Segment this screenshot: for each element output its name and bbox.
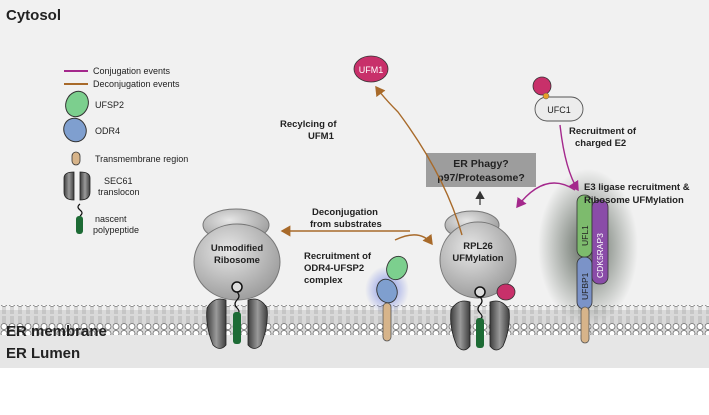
odr4-recruit-label-2: ODR4-UFSP2 (304, 263, 364, 274)
charged-e2-label-1: Recruitment of (569, 126, 637, 137)
er-phagy-background (426, 153, 536, 187)
odr4-protein (376, 278, 398, 304)
ufm-nascent-chain (477, 296, 483, 320)
ufm1-on-ufc1 (532, 76, 552, 96)
lumen-region (0, 335, 709, 368)
nascent-legend-tail (77, 203, 83, 217)
nascent-legend-icon (76, 216, 83, 234)
ufmylated-ribosome: RPL26 UFMylation (439, 210, 517, 351)
odr4-transmembrane (382, 302, 392, 342)
arrow-ufsp2-to-ribosome (394, 233, 433, 246)
transmembrane-legend-icon (71, 151, 81, 166)
ufm1-free-protein (353, 55, 389, 83)
thioester-bond (542, 92, 550, 100)
ufm-sec61-left (450, 300, 471, 351)
e3-label-1: E3 ligase recruitment & (584, 182, 690, 193)
ufc1-protein (534, 96, 584, 122)
arrow-recycling-ufm1 (375, 85, 463, 236)
ufm-ribosome-large-subunit (439, 221, 517, 299)
free-ufm1: UFM1 (353, 55, 389, 83)
sec61-right (247, 298, 268, 349)
rpl26-label-2: UFMylation (452, 253, 503, 264)
arrow-ufc1-to-e3 (559, 124, 579, 192)
er-phagy-box: ER Phagy? p97/Proteasome? (426, 153, 536, 187)
recycling-label-2: UFM1 (308, 131, 335, 142)
cdk5rap3-label: CDK5RAP3 (595, 233, 605, 278)
ufm-exit-tunnel (474, 286, 486, 298)
cdk5rap3-protein (591, 199, 609, 285)
ufc1-charged: UFC1 (532, 76, 584, 122)
odr4-legend-icon (63, 117, 87, 143)
er-phagy-label-1: ER Phagy? (453, 158, 508, 170)
er-lumen-label: ER Lumen (6, 345, 80, 362)
rpl26-label-1: RPL26 (463, 241, 493, 252)
unmodified-label-2: Ribosome (214, 255, 260, 266)
ufbp1-label: UFBP1 (580, 272, 590, 300)
deconj-label-1: Deconjugation (312, 207, 378, 218)
unmodified-label-1: Unmodified (211, 243, 263, 254)
ufc1-label: UFC1 (547, 105, 571, 115)
legend-sec61-1: SEC61 (104, 176, 133, 186)
ufm1-attached (496, 283, 516, 301)
cytosol-label: Cytosol (6, 7, 61, 24)
er-membrane-label: ER membrane (6, 323, 107, 340)
unmodified-ribosome: Unmodified Ribosome (193, 208, 281, 349)
legend-odr4: ODR4 (95, 126, 120, 136)
legend-deconjugation: Deconjugation events (93, 79, 180, 89)
exit-tunnel (231, 281, 243, 293)
legend-nascent-2: polypeptide (93, 225, 139, 235)
ufm1-label: UFM1 (359, 65, 384, 75)
nascent-polypeptide (233, 312, 241, 344)
ufbp1-transmembrane (580, 306, 590, 344)
e3-ligase-complex: UFBP1 UFL1 CDK5RAP3 (538, 169, 638, 344)
deconj-label-2: from substrates (310, 219, 382, 230)
sec61-legend-left (63, 171, 75, 201)
sec61-legend-right (79, 171, 91, 201)
ufm-sec61-right (489, 300, 510, 351)
legend-nascent-1: nascent (95, 214, 127, 224)
legend-ufsp2: UFSP2 (95, 100, 124, 110)
legend-sec61-2: translocon (98, 187, 140, 197)
er-phagy-label-2: p97/Proteasome? (437, 172, 525, 184)
odr4-recruit-label-3: complex (304, 275, 343, 286)
charged-e2-label-2: charged E2 (575, 138, 626, 149)
ufsp2-protein (386, 255, 408, 281)
page-bottom (0, 368, 709, 415)
ufm-nascent-polypeptide (476, 318, 484, 348)
recycling-label-1: Recylcing of (280, 119, 337, 130)
legend-conjugation: Conjugation events (93, 66, 171, 76)
sec61-left (206, 298, 227, 349)
odr4-recruit-label-1: Recruitment of (304, 251, 372, 262)
nascent-chain (234, 291, 240, 315)
ufl1-label: UFL1 (580, 225, 590, 246)
ufsp2-legend-icon (65, 90, 89, 118)
legend: Conjugation events Deconjugation events … (63, 66, 188, 235)
legend-transmembrane: Transmembrane region (95, 154, 188, 164)
e3-label-2: Ribosome UFMylation (584, 195, 684, 206)
odr4-ufsp2-complex (365, 255, 409, 342)
